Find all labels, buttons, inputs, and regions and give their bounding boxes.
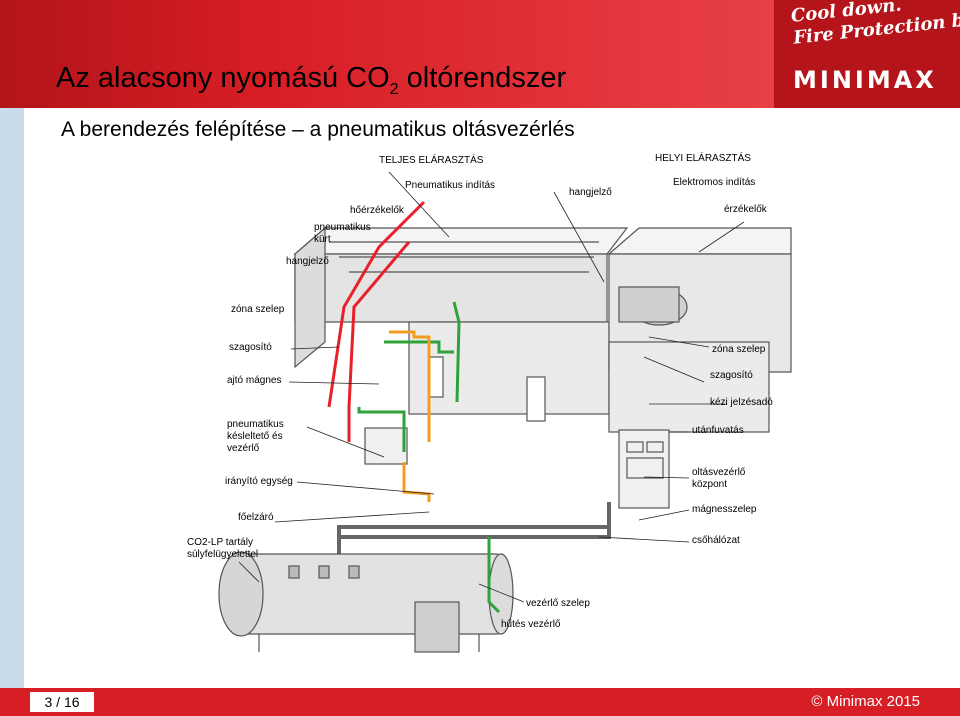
label-pneumatikus-kurt: pneumatikus kürt bbox=[314, 222, 371, 245]
label-hangjelzo-left: hangjelző bbox=[286, 256, 329, 267]
diagram-drawing bbox=[218, 171, 792, 653]
label-elektromos-inditas: Elektromos indítás bbox=[673, 177, 756, 188]
slide-header: Cool down. Fire Protection by MINIMAX bbox=[0, 0, 960, 108]
label-szagosito-right: szagosító bbox=[710, 370, 753, 381]
label-helyi-elarasztas: HELYI ELÁRASZTÁS bbox=[655, 153, 751, 164]
label-utanfuvatas: utánfuvatás bbox=[692, 425, 744, 436]
label-co2-tartaly: CO2-LP tartály súlyfelügyelettel bbox=[187, 537, 259, 560]
label-hutes-vezerlo: hűtés vezérlő bbox=[501, 619, 561, 630]
label-zona-szelep-right: zóna szelep bbox=[712, 344, 766, 355]
label-hangjelzo-top: hangjelző bbox=[569, 187, 612, 198]
slide-footer: 3 / 16 © Minimax 2015 bbox=[0, 688, 960, 716]
title-main: Az alacsony nyomású CO bbox=[56, 62, 390, 94]
slide-title: Az alacsony nyomású CO2 oltórendszer bbox=[56, 62, 566, 99]
header-gradient bbox=[0, 0, 774, 108]
label-szagosito-left: szagosító bbox=[229, 342, 272, 353]
slide-subtitle: A berendezés felépítése – a pneumatikus … bbox=[61, 118, 575, 141]
system-diagram: TELJES ELÁRASZTÁS HELYI ELÁRASZTÁS Pneum… bbox=[179, 142, 793, 688]
label-magnesszelep: mágnesszelep bbox=[692, 504, 757, 515]
label-csohalozat: csőhálózat bbox=[692, 535, 740, 546]
label-kezi-jelzesado: kézi jelzésadó bbox=[710, 397, 773, 408]
label-zona-szelep-left: zóna szelep bbox=[231, 304, 285, 315]
logo-panel bbox=[774, 0, 960, 108]
title-subscript: 2 bbox=[389, 80, 399, 98]
title-rest: oltórendszer bbox=[398, 62, 567, 94]
label-hoerzekelok: hőérzékelők bbox=[350, 205, 404, 216]
page-number: 3 / 16 bbox=[30, 692, 94, 712]
label-oltasvezerlo: oltásvezérlő központ bbox=[692, 467, 746, 490]
copyright: © Minimax 2015 bbox=[811, 693, 920, 710]
label-vezerlo-szelep: vezérlő szelep bbox=[526, 598, 590, 609]
left-accent-band bbox=[0, 108, 24, 688]
label-erzekelok: érzékelők bbox=[724, 204, 767, 215]
brand-logo: MINIMAX bbox=[793, 66, 937, 94]
label-ajto-magnes: ajtó mágnes bbox=[227, 375, 282, 386]
label-iranyito-egyseg: irányító egység bbox=[225, 476, 293, 487]
label-pneumatikus-kesleltet: pneumatikus késleltető és vezérlő bbox=[227, 419, 284, 454]
label-pneumatikus-inditas: Pneumatikus indítás bbox=[405, 180, 496, 191]
label-foelzaro: főelzáró bbox=[238, 512, 274, 523]
label-teljes-elarasztas: TELJES ELÁRASZTÁS bbox=[379, 155, 484, 166]
